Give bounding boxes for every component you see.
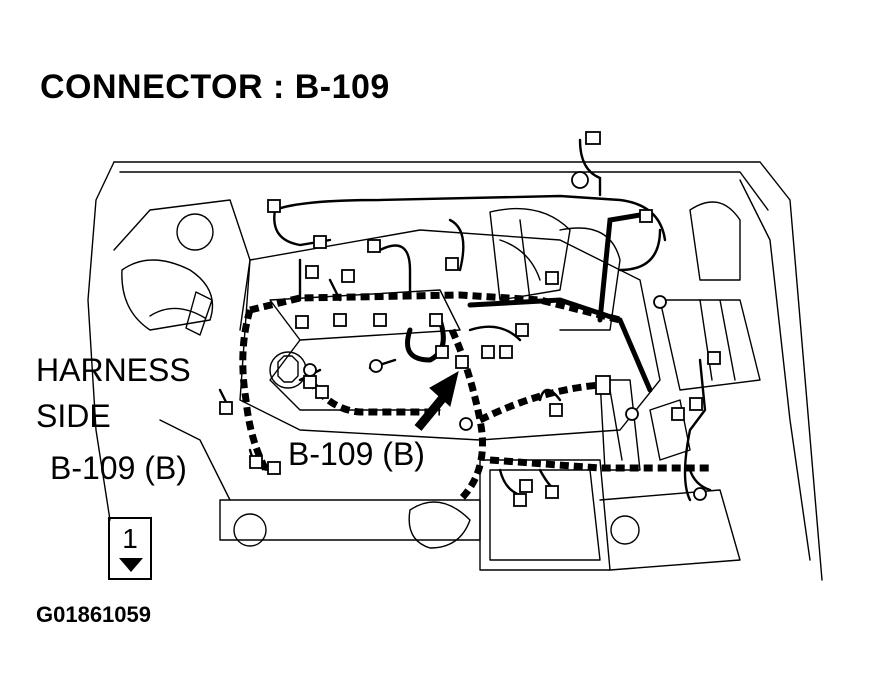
harness-side-label-line1: HARNESS bbox=[36, 352, 191, 388]
reservoir-cap bbox=[176, 213, 214, 251]
connector-callout-label: B-109 (B) bbox=[288, 436, 425, 472]
down-arrow-icon bbox=[119, 558, 143, 572]
pointer-arrow bbox=[414, 370, 459, 431]
harness-side-label-line2: SIDE bbox=[36, 398, 111, 434]
view-indicator-box: 1 bbox=[108, 517, 152, 580]
engine-block bbox=[239, 229, 661, 441]
harness-main bbox=[249, 291, 621, 324]
hood-outline bbox=[113, 161, 823, 581]
diagram-title: CONNECTOR : B-109 bbox=[40, 68, 390, 106]
view-number: 1 bbox=[122, 523, 138, 554]
bay-left-outline bbox=[87, 161, 115, 521]
harness-side-connector-label: B-109 (B) bbox=[50, 450, 187, 486]
figure-id: G01861059 bbox=[36, 602, 151, 627]
